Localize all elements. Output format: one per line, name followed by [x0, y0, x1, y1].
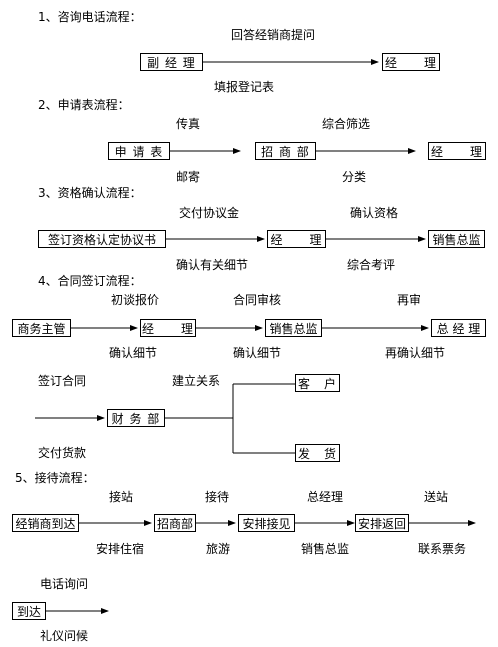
s4-branch-label-relation: 建立关系: [172, 374, 221, 388]
section-1-title: 1、咨询电话流程：: [38, 10, 142, 24]
s5-label-below-2: 旅游: [206, 542, 231, 556]
s3-label-above-2: 确认资格: [350, 206, 399, 220]
s1-box-manager: 经 理: [382, 53, 440, 71]
s4-box-delivery: 发 货: [295, 444, 340, 462]
s3-box-sales-director: 销售总监: [428, 230, 485, 248]
s5-label-above-2: 接待: [205, 490, 230, 504]
s3-box-manager: 经 理: [267, 230, 326, 248]
s3-box-qualification-agreement: 签订资格认定协议书: [38, 230, 166, 248]
s4-branch-label-sign: 签订合同: [38, 374, 87, 388]
s2-box-application: 申 请 表: [108, 142, 170, 160]
s4-box-manager: 经 理: [140, 319, 196, 337]
s4-box-sales-director: 销售总监: [265, 319, 322, 337]
s4-label-below-2: 确认细节: [233, 346, 282, 360]
section-4-title: 4、合同签订流程：: [38, 274, 142, 288]
s5-label-above-4: 送站: [424, 490, 449, 504]
s2-label-below-1: 邮寄: [176, 170, 201, 184]
s1-box-deputy-manager: 副 经 理: [140, 53, 203, 71]
s6-label-above: 电话询问: [40, 577, 89, 591]
s5-box-merchant-dept: 招商部: [154, 514, 196, 532]
s4-box-finance: 财 务 部: [107, 409, 165, 427]
section-5-title: 5、接待流程：: [15, 471, 95, 485]
s5-label-above-3: 总经理: [307, 490, 344, 504]
s4-label-below-1: 确认细节: [109, 346, 158, 360]
s3-label-below-2: 综合考评: [347, 258, 396, 272]
s3-label-above-1: 交付协议金: [179, 206, 240, 220]
s6-box-arrive: 到达: [12, 602, 46, 620]
s2-label-above-2: 综合筛选: [322, 117, 371, 131]
s6-label-below: 礼仪问候: [40, 629, 89, 643]
s4-label-above-1: 初谈报价: [111, 293, 160, 307]
s4-label-above-2: 合同审核: [233, 293, 282, 307]
section-3-title: 3、资格确认流程：: [38, 186, 142, 200]
s5-label-below-4: 联系票务: [418, 542, 467, 556]
section-2-title: 2、申请表流程：: [38, 98, 130, 112]
s4-box-business-supervisor: 商务主管: [12, 319, 71, 337]
s5-label-below-1: 安排住宿: [96, 542, 145, 556]
s5-label-above-1: 接站: [109, 490, 134, 504]
s3-label-below-1: 确认有关细节: [176, 258, 249, 272]
s5-label-below-3: 销售总监: [301, 542, 350, 556]
s1-label-below-1: 填报登记表: [214, 80, 275, 94]
s4-box-customer: 客 户: [295, 374, 340, 392]
s2-box-merchant-dept: 招 商 部: [255, 142, 316, 160]
s2-label-below-2: 分类: [342, 170, 367, 184]
s4-box-general-manager: 总 经 理: [431, 319, 486, 337]
s5-box-arrange-return: 安排返回: [355, 514, 409, 532]
s5-box-dealer-arrives: 经销商到达: [12, 514, 79, 532]
s4-label-below-3: 再确认细节: [385, 346, 446, 360]
s4-branch-label-payment: 交付货款: [38, 446, 87, 460]
s4-label-above-3: 再审: [397, 293, 422, 307]
s2-label-above-1: 传真: [176, 117, 201, 131]
s1-label-above-1: 回答经销商提问: [231, 28, 316, 42]
s2-box-manager: 经 理: [428, 142, 486, 160]
s5-box-arrange-meeting: 安排接见: [238, 514, 295, 532]
